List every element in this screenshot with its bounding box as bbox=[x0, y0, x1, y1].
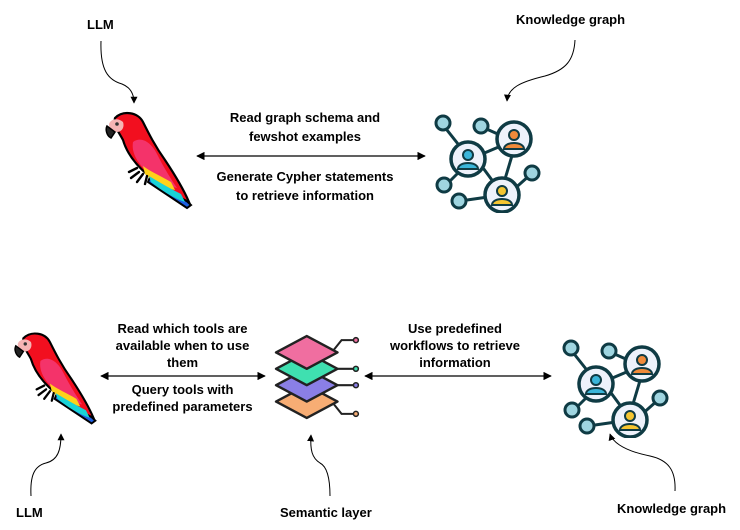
edge-text-line: them bbox=[166, 355, 199, 370]
edge-text-read-schema: Read graph schema and fewshot examples bbox=[200, 108, 410, 146]
edge-text-line: available when to use bbox=[115, 338, 250, 353]
edge-text-line: predefined parameters bbox=[112, 399, 253, 414]
kg-label-top: Knowledge graph bbox=[516, 12, 626, 27]
parrot-icon bbox=[105, 111, 193, 210]
edge-text-query-tools: Query tools with predefined parameters bbox=[100, 381, 265, 415]
edge-text-line: Query tools with bbox=[131, 382, 234, 397]
llm-label-top: LLM bbox=[87, 17, 114, 32]
edge-text-line: to retrieve information bbox=[236, 188, 374, 203]
parrot-icon bbox=[13, 332, 97, 425]
network-people-icon bbox=[562, 339, 669, 438]
stacked-layers-icon bbox=[274, 334, 360, 420]
llm-pointer-arrow-top bbox=[100, 40, 138, 104]
kg-pointer-arrow-bottom bbox=[608, 433, 676, 492]
semantic-layer-label: Semantic layer bbox=[280, 505, 372, 520]
kg-pointer-arrow-top bbox=[503, 39, 576, 102]
edge-text-line: Generate Cypher statements bbox=[216, 169, 394, 184]
edge-text-read-tools: Read which tools are available when to u… bbox=[100, 320, 265, 371]
edge-text-use-workflows: Use predefined workflows to retrieve inf… bbox=[375, 320, 535, 371]
edge-text-line: Read graph schema and bbox=[229, 110, 381, 125]
edge-text-line: fewshot examples bbox=[249, 129, 361, 144]
edge-text-line: workflows to retrieve bbox=[389, 338, 521, 353]
llm-pointer-arrow-bottom bbox=[30, 433, 65, 497]
network-people-icon bbox=[434, 114, 541, 213]
edge-text-line: information bbox=[419, 355, 491, 370]
edge-text-line: Use predefined bbox=[408, 321, 502, 336]
semantic-pointer-arrow bbox=[307, 434, 331, 497]
edge-text-generate-cypher: Generate Cypher statements to retrieve i… bbox=[195, 167, 415, 205]
edge-text-line: Read which tools are bbox=[117, 321, 248, 336]
llm-label-bottom: LLM bbox=[16, 505, 43, 520]
kg-label-bottom: Knowledge graph bbox=[617, 501, 727, 516]
